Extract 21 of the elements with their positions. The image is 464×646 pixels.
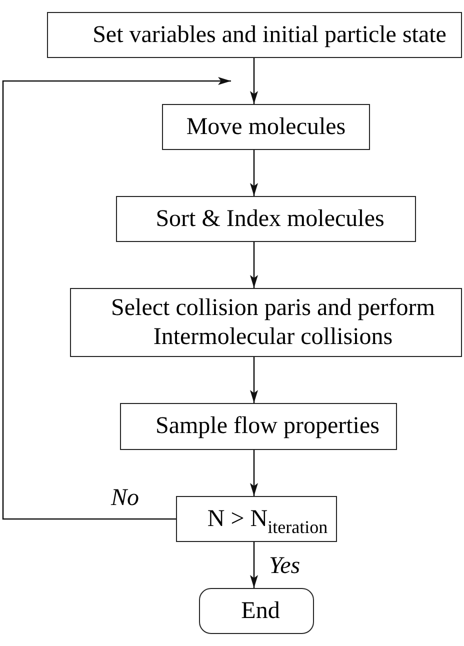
arrow: [250, 542, 258, 588]
arrow: [250, 58, 258, 104]
step-label: Select collision paris and perform Intermolecular collisions: [110, 294, 436, 352]
step-label: Sample flow properties: [156, 412, 380, 441]
process-box: [116, 196, 416, 242]
loop-arrow: [2, 77, 231, 520]
process-box: [120, 403, 397, 450]
arrow: [250, 150, 258, 196]
process-box: [162, 104, 370, 150]
step-label: Move molecules: [186, 112, 346, 142]
arrow: [250, 357, 258, 403]
terminal-box: [199, 588, 314, 634]
step-label: Set variables and initial particle state: [92, 20, 446, 50]
step-label: Sort & Index molecules: [156, 204, 384, 234]
step-label: N > N$_{iteration}$: [207, 504, 328, 534]
condition-box: [176, 496, 337, 542]
process-box: [70, 288, 462, 357]
process-box: [47, 12, 462, 58]
arrow: [250, 450, 258, 496]
arrow: [250, 242, 258, 288]
step-label: End: [241, 596, 280, 626]
